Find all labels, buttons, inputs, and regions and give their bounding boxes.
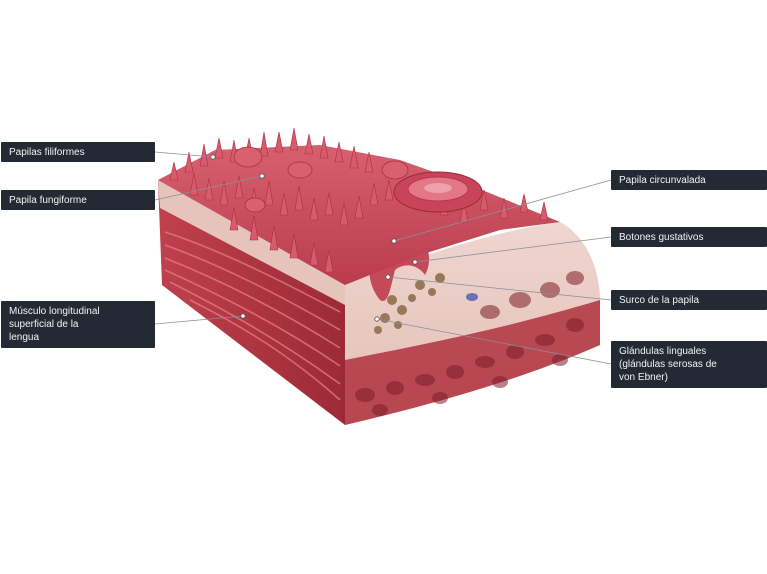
label-musculo-longitudinal: Músculo longitudinal superficial de la l… [1, 301, 155, 348]
label-papila-circunvalada: Papila circunvalada [611, 170, 767, 190]
top-surface [158, 127, 560, 285]
label-surco-papila: Surco de la papila [611, 290, 767, 310]
label-papilas-filiformes: Papilas filiformes [1, 142, 155, 162]
leader-lines [154, 151, 612, 365]
label-glandulas-linguales: Glándulas linguales (glándulas serosas d… [611, 341, 767, 388]
front-face [345, 222, 600, 425]
left-face [158, 180, 345, 425]
leader-points [210, 154, 418, 322]
label-papila-fungiforme: Papila fungiforme [1, 190, 155, 210]
label-botones-gustativos: Botones gustativos [611, 227, 767, 247]
